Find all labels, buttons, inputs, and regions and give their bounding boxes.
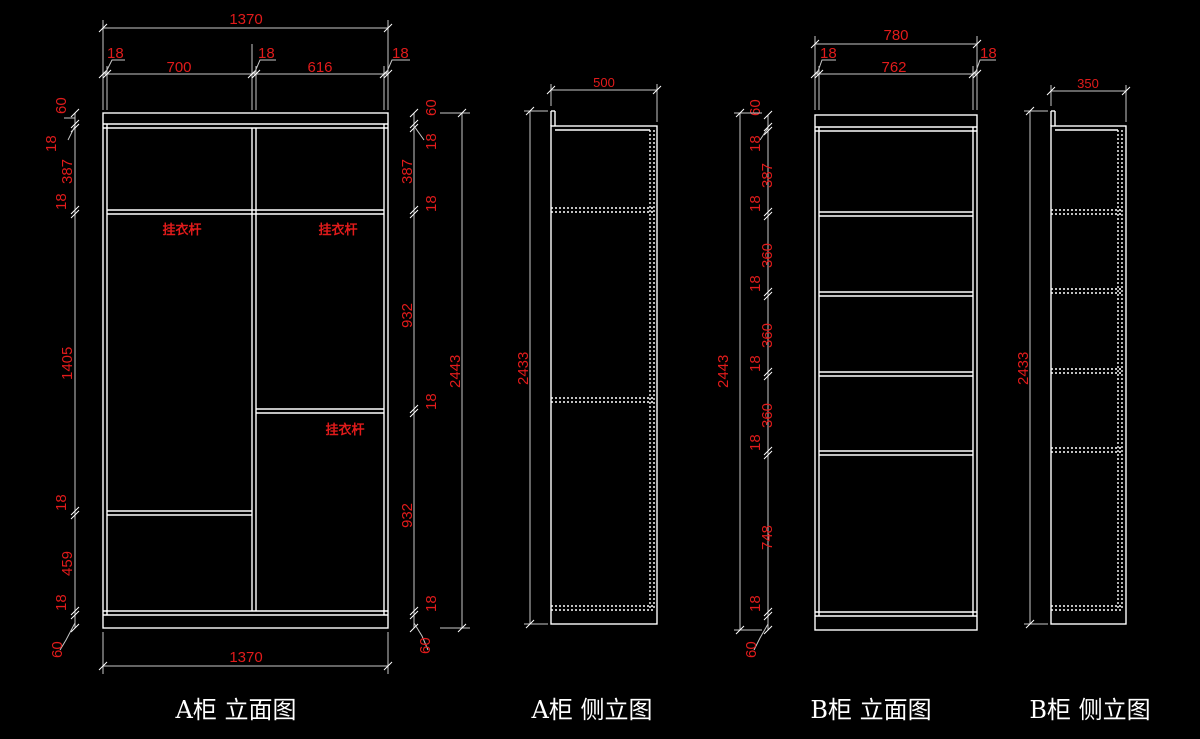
- a-right-dim-5: 18: [423, 393, 440, 410]
- b-left-dim-10: 748: [759, 525, 776, 550]
- a-bay-right: 616: [307, 59, 332, 76]
- b-side-outline: [1050, 125, 1127, 625]
- hanging-rod-label-2: 挂衣杆: [318, 222, 357, 238]
- a-right-dim-0: 60: [423, 99, 440, 116]
- a-panel-right: 18: [392, 45, 409, 62]
- a-left-dim-4: 1405: [59, 347, 76, 380]
- a-bay-left: 700: [166, 59, 191, 76]
- b-inner-width: 762: [881, 59, 906, 76]
- b-left-dim-9: 18: [747, 434, 764, 451]
- a-right-dim-2: 387: [399, 159, 416, 184]
- b-panel-left: 18: [820, 45, 837, 62]
- a-left-dim-8: 60: [49, 641, 66, 658]
- a-left-dim-7: 18: [53, 594, 70, 611]
- a-front-outline: [102, 112, 389, 629]
- b-left-dim-11: 18: [747, 595, 764, 612]
- a-right-dim-3: 18: [423, 195, 440, 212]
- hanging-rod-label-3: 挂衣杆: [325, 422, 364, 438]
- a-overall-height: 2443: [447, 355, 464, 388]
- a-right-dim-6: 932: [399, 503, 416, 528]
- a-right-dim-7: 18: [423, 595, 440, 612]
- a-left-dim-5: 18: [53, 494, 70, 511]
- b-left-dim-1: 18: [747, 135, 764, 152]
- b-panel-right: 18: [980, 45, 997, 62]
- a-panel-left: 18: [107, 45, 124, 62]
- b-side-elevation: 350 2433 B柜 侧立图: [1015, 76, 1151, 724]
- a-right-ticks: [409, 108, 419, 633]
- b-side-height: 2433: [1015, 352, 1032, 385]
- a-right-dim-1: 18: [423, 133, 440, 150]
- a-right-dim-4: 932: [399, 303, 416, 328]
- a-overall-width-top: 1370: [229, 11, 262, 28]
- a-left-dim-1: 18: [43, 135, 60, 152]
- caption-a-front: A柜 立面图: [175, 696, 297, 724]
- b-left-dim-12: 60: [743, 641, 760, 658]
- b-left-dim-2: 387: [759, 163, 776, 188]
- b-left-dim-6: 360: [759, 323, 776, 348]
- a-panel-mid: 18: [258, 45, 275, 62]
- b-overall-height: 2443: [715, 355, 732, 388]
- b-front-outline: [814, 114, 978, 631]
- b-left-dim-4: 360: [759, 243, 776, 268]
- a-side-depth: 500: [593, 75, 615, 90]
- a-overall-width-bottom: 1370: [229, 649, 262, 666]
- a-left-dim-6: 459: [59, 551, 76, 576]
- a-right-dim-8: 60: [417, 637, 434, 654]
- b-overall-width: 780: [883, 27, 908, 44]
- a-left-dim-2: 387: [59, 159, 76, 184]
- caption-b-side: B柜 侧立图: [1029, 696, 1150, 724]
- caption-a-side: A柜 侧立图: [531, 696, 653, 724]
- b-left-dim-7: 18: [747, 355, 764, 372]
- a-side-outline: [550, 125, 658, 625]
- b-side-depth: 350: [1077, 76, 1099, 91]
- a-left-dim-0: 60: [53, 97, 70, 114]
- a-left-dim-3: 18: [53, 193, 70, 210]
- b-left-dim-3: 18: [747, 195, 764, 212]
- b-left-dim-5: 18: [747, 275, 764, 292]
- a-side-height: 2433: [515, 352, 532, 385]
- b-left-dim-0: 60: [747, 99, 764, 116]
- b-front-elevation: 780 18 18 762: [715, 27, 997, 724]
- hanging-rod-label-1: 挂衣杆: [162, 222, 201, 238]
- a-side-elevation: 500 2433 A柜 侧立图: [515, 75, 662, 724]
- b-left-ticks: [763, 110, 773, 635]
- b-left-dim-8: 360: [759, 403, 776, 428]
- a-front-elevation: 挂衣杆 挂衣杆 挂衣杆 1370 18 18 18 700 616: [43, 11, 470, 724]
- a-left-ticks: [70, 108, 80, 633]
- caption-b-front: B柜 立面图: [810, 696, 931, 724]
